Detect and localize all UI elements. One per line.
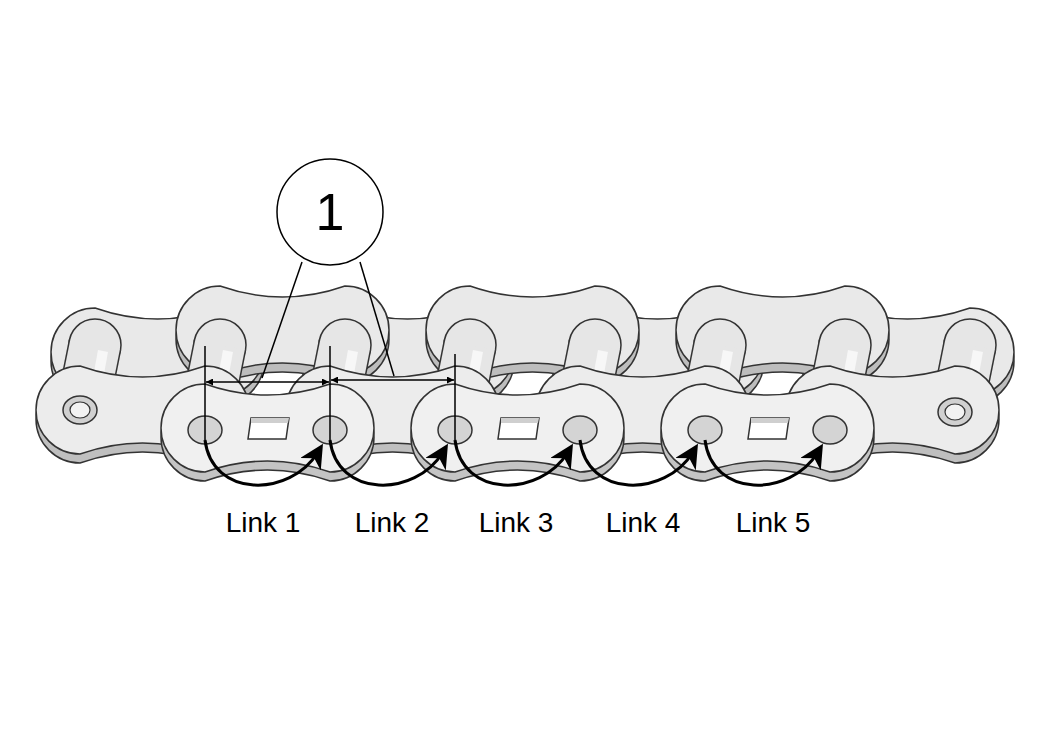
callout-circle: 1 [276,158,384,266]
callout-circle-shape [277,159,383,265]
link-label: Link 2 [355,508,430,539]
link-label: Link 3 [479,508,554,539]
front-outer-plates [161,384,874,481]
link-arrows [205,440,818,485]
link-label: Link 5 [736,508,811,539]
leader-lines [262,262,394,378]
link-label: Link 1 [226,508,301,539]
callout-number: 1 [316,186,345,238]
link-label: Link 4 [606,508,681,539]
pitch-dimension [205,346,455,440]
